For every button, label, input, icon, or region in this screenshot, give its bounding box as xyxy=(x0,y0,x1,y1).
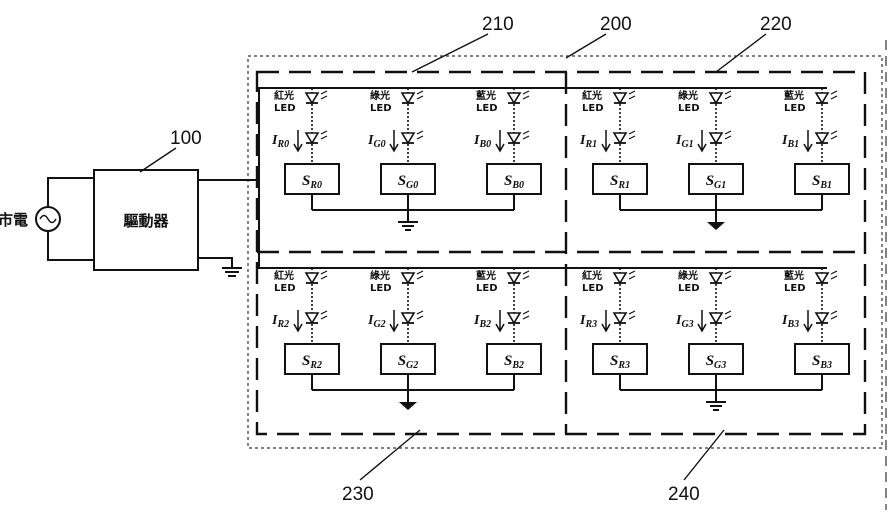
group-220-ground-icon xyxy=(707,222,725,230)
led-label: LED xyxy=(784,283,806,294)
label-200: 200 xyxy=(600,14,632,35)
current-label: IR1 xyxy=(579,133,597,150)
switch-label: SB1 xyxy=(812,173,832,191)
switch-label: SG0 xyxy=(398,173,419,191)
current-label: IG1 xyxy=(675,133,694,150)
group-240-ground-icon xyxy=(706,401,726,411)
led-label: LED xyxy=(370,103,392,114)
switch-label: SG3 xyxy=(706,353,727,371)
led-color-label: 綠光 xyxy=(370,89,390,102)
led-label: LED xyxy=(476,283,498,294)
ac-wave xyxy=(39,214,57,224)
label-230: 230 xyxy=(342,484,374,505)
label-220: 220 xyxy=(760,14,792,35)
switch-label: SB2 xyxy=(504,353,524,371)
led-label: LED xyxy=(476,103,498,114)
channels-layer: 紅光LEDIR0SR0綠光LEDIG0SG0藍光LEDIB0SB0紅光LEDIR… xyxy=(271,88,850,375)
label-240: 240 xyxy=(668,484,700,505)
led-label: LED xyxy=(582,283,604,294)
switch-label: SR2 xyxy=(302,353,322,371)
led-color-label: 藍光 xyxy=(476,269,496,282)
switch-label: SG2 xyxy=(398,353,419,371)
current-label: IR0 xyxy=(271,133,289,150)
switch-label: SB3 xyxy=(812,353,832,371)
switch-label: SR1 xyxy=(610,173,630,191)
led-label: LED xyxy=(370,283,392,294)
leader-200 xyxy=(565,33,607,59)
led-color-label: 紅光 xyxy=(274,269,294,282)
switch-label: SG1 xyxy=(706,173,727,191)
mains-wire-top xyxy=(47,177,94,207)
led-color-label: 藍光 xyxy=(476,89,496,102)
current-label: IB2 xyxy=(473,313,491,330)
groups-outer-boundary xyxy=(255,70,867,436)
label-100: 100 xyxy=(170,128,202,149)
leader-220 xyxy=(715,33,767,73)
led-color-label: 藍光 xyxy=(784,269,804,282)
current-label: IB3 xyxy=(781,313,799,330)
driver-box xyxy=(93,169,199,271)
current-label: IG3 xyxy=(675,313,694,330)
group-230-ground-icon xyxy=(399,402,417,410)
switch-label: SB0 xyxy=(504,173,524,191)
driver-ground-icon xyxy=(222,267,242,277)
leader-210 xyxy=(411,33,489,73)
current-label: IG0 xyxy=(367,133,386,150)
wires-layer xyxy=(311,194,823,411)
current-label: IB0 xyxy=(473,133,491,150)
driver-ground-wire xyxy=(198,257,233,268)
led-label: LED xyxy=(784,103,806,114)
label-210: 210 xyxy=(482,14,514,35)
module-200-boundary xyxy=(247,55,883,449)
mains-wire-bottom xyxy=(47,231,94,261)
switch-label: SR3 xyxy=(610,353,630,371)
leader-230 xyxy=(359,429,421,481)
led-color-label: 綠光 xyxy=(678,269,698,282)
current-label: IR3 xyxy=(579,313,597,330)
led-color-label: 綠光 xyxy=(370,269,390,282)
led-color-label: 藍光 xyxy=(784,89,804,102)
led-label: LED xyxy=(274,283,296,294)
group-210-ground-icon xyxy=(398,221,418,231)
led-color-label: 綠光 xyxy=(678,89,698,102)
leader-240 xyxy=(683,429,725,481)
mains-label: 市電 xyxy=(0,211,28,229)
rail-bottom xyxy=(258,180,827,269)
driver-label: 驅動器 xyxy=(123,212,169,230)
leader-100 xyxy=(139,147,177,173)
led-label: LED xyxy=(678,103,700,114)
current-label: IR2 xyxy=(271,313,289,330)
led-color-label: 紅光 xyxy=(582,269,602,282)
led-label: LED xyxy=(274,103,296,114)
led-color-label: 紅光 xyxy=(582,89,602,102)
current-label: IG2 xyxy=(367,313,386,330)
current-label: IB1 xyxy=(781,133,799,150)
switch-label: SR0 xyxy=(302,173,322,191)
led-label: LED xyxy=(678,283,700,294)
led-color-label: 紅光 xyxy=(274,89,294,102)
led-label: LED xyxy=(582,103,604,114)
rail-top xyxy=(258,87,827,180)
